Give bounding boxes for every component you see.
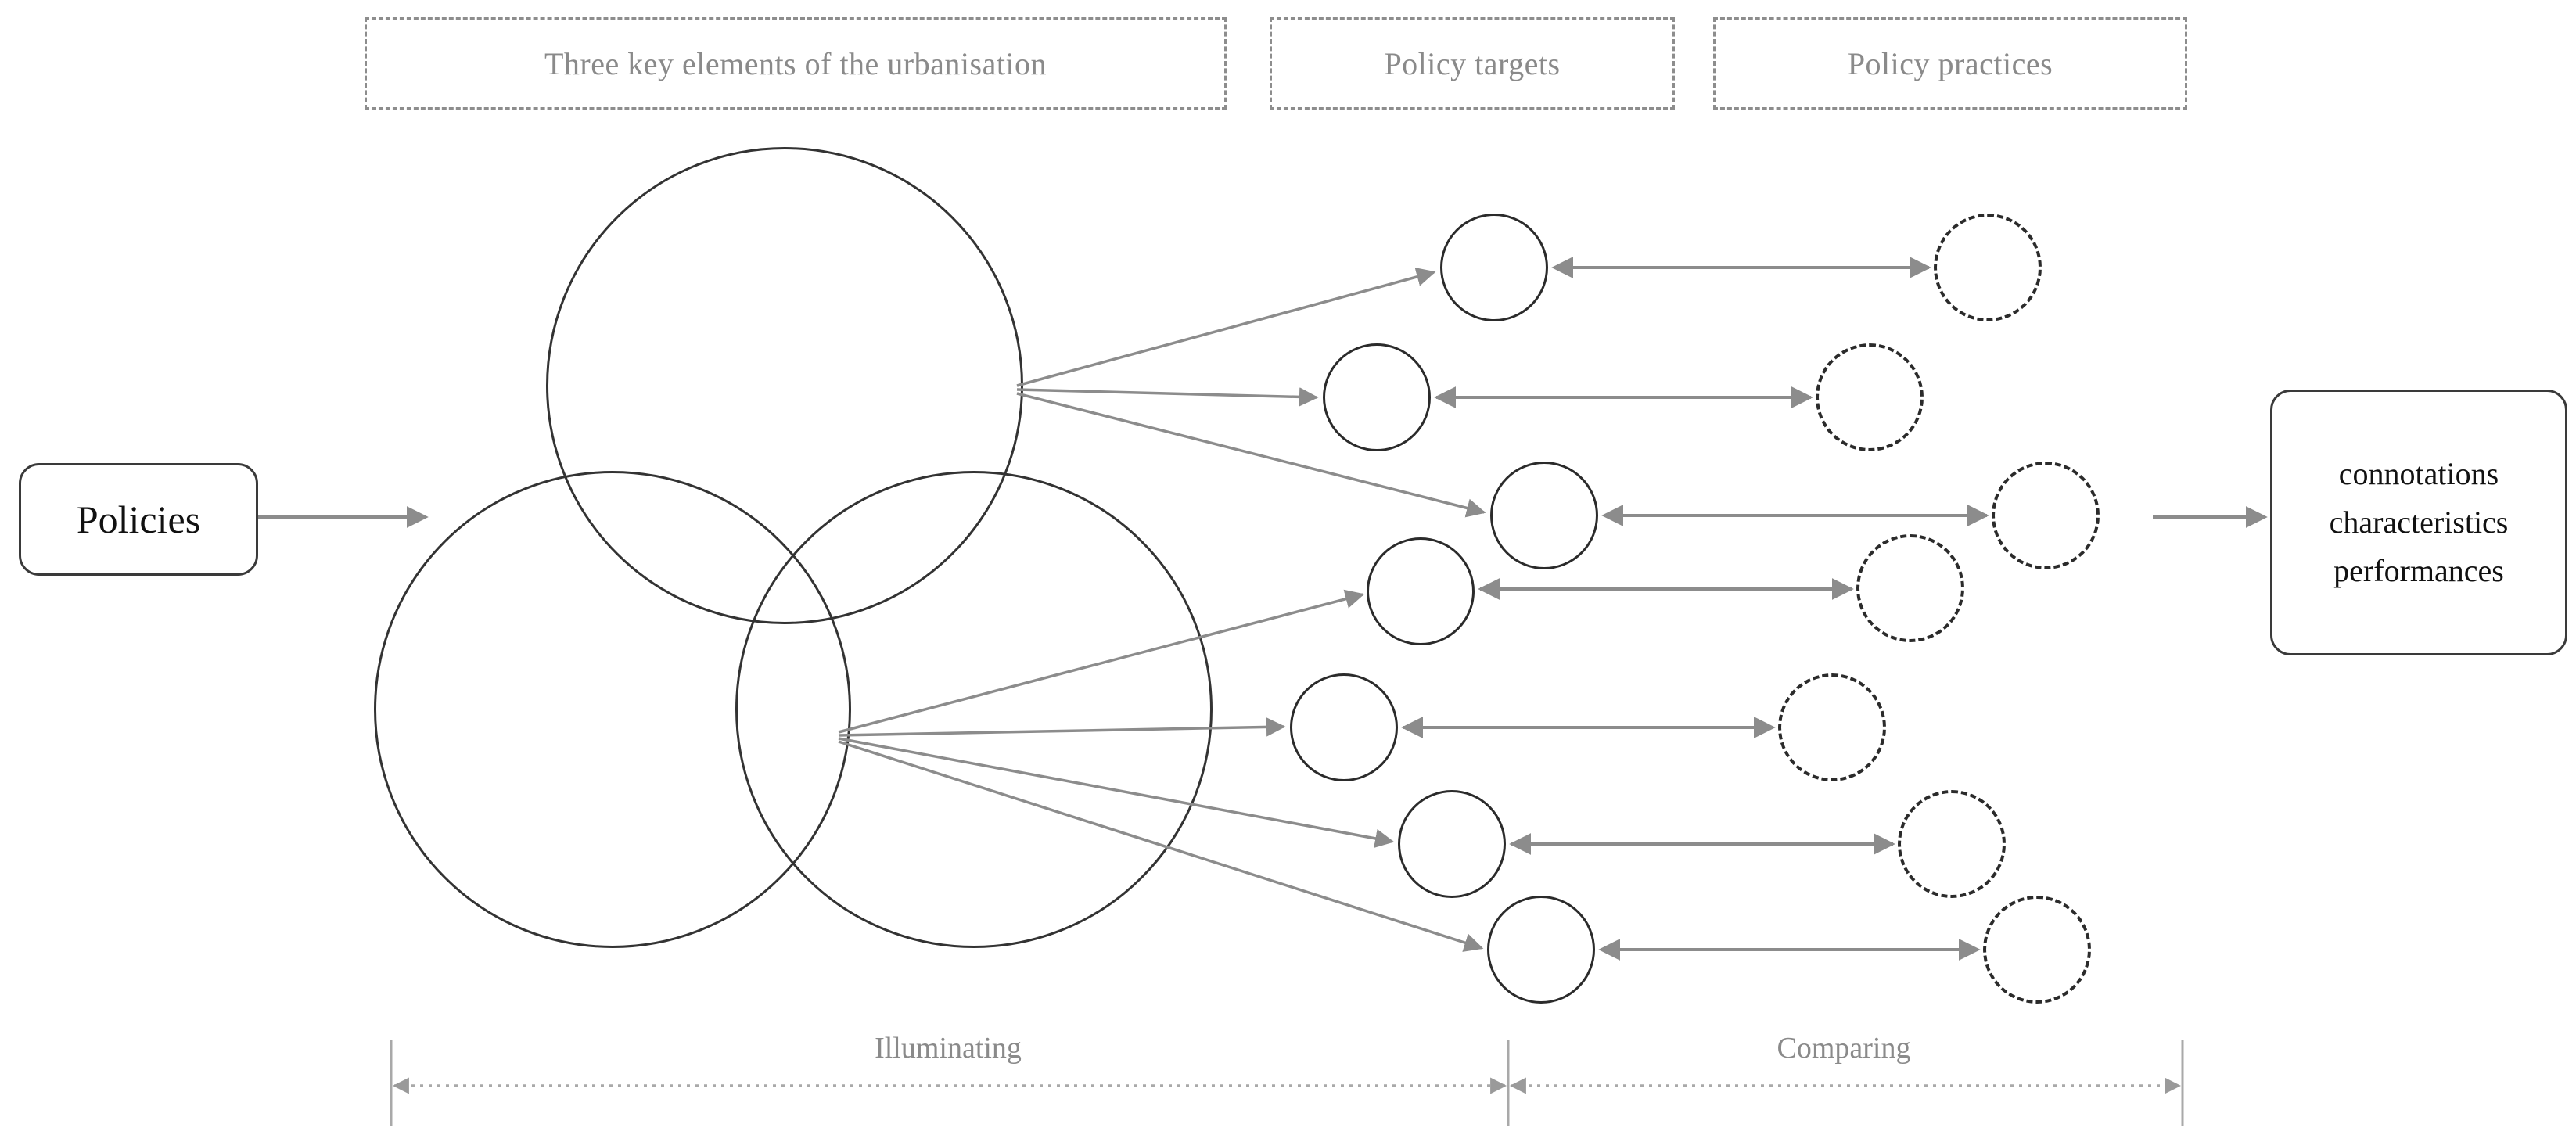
category-label-urbanisation: Three key elements of the urbanisation bbox=[544, 45, 1047, 81]
arrow-venn-top-to-target-1 bbox=[1016, 267, 1436, 387]
policy-target-circle-6 bbox=[1398, 790, 1506, 898]
category-label-policy-targets: Policy targets bbox=[1384, 45, 1561, 81]
span-label-illuminating: Illuminating bbox=[391, 1031, 1505, 1065]
policies-label: Policies bbox=[76, 497, 201, 541]
policy-target-circle-3 bbox=[1490, 462, 1598, 569]
arrow-venn-bottom-to-target-7 bbox=[838, 740, 1484, 952]
policy-practice-circle-3 bbox=[1992, 462, 2100, 569]
policy-practice-circle-7 bbox=[1983, 896, 2091, 1004]
policy-target-circle-2 bbox=[1323, 343, 1431, 451]
policy-practice-circle-2 bbox=[1816, 343, 1924, 451]
category-box-policy-targets: Policy targets bbox=[1270, 17, 1675, 110]
category-label-policy-practices: Policy practices bbox=[1847, 45, 2053, 81]
arrow-venn-bottom-to-target-6 bbox=[838, 737, 1395, 849]
outcome-line-performances: performances bbox=[2333, 553, 2504, 588]
policy-practice-circle-1 bbox=[1934, 214, 2042, 321]
arrow-venn-bottom-to-target-4 bbox=[838, 589, 1365, 734]
policy-practice-circle-4 bbox=[1856, 534, 1964, 642]
outcome-line-characteristics: characteristics bbox=[2329, 505, 2509, 540]
span-label-illuminating-text: Illuminating bbox=[875, 1032, 1022, 1065]
policy-practice-circle-6 bbox=[1898, 790, 2006, 898]
category-box-urbanisation: Three key elements of the urbanisation bbox=[365, 17, 1227, 110]
arrow-venn-top-to-target-3 bbox=[1016, 392, 1486, 518]
policy-target-circle-1 bbox=[1440, 214, 1548, 321]
policy-target-circle-7 bbox=[1487, 896, 1595, 1004]
policy-practice-circle-5 bbox=[1778, 673, 1886, 781]
arrow-venn-bottom-to-target-5 bbox=[838, 717, 1286, 737]
venn-circle-bottom-right bbox=[735, 471, 1213, 948]
outcomes-node: connotations characteristics performance… bbox=[2270, 390, 2567, 655]
policy-target-circle-5 bbox=[1290, 673, 1398, 781]
span-label-comparing-text: Comparing bbox=[1777, 1032, 1911, 1065]
policies-node: Policies bbox=[19, 463, 258, 576]
span-label-comparing: Comparing bbox=[1508, 1031, 2179, 1065]
policy-target-circle-4 bbox=[1367, 537, 1475, 645]
arrow-venn-top-to-target-2 bbox=[1016, 387, 1319, 407]
outcome-line-connotations: connotations bbox=[2338, 456, 2499, 491]
category-box-policy-practices: Policy practices bbox=[1713, 17, 2187, 110]
